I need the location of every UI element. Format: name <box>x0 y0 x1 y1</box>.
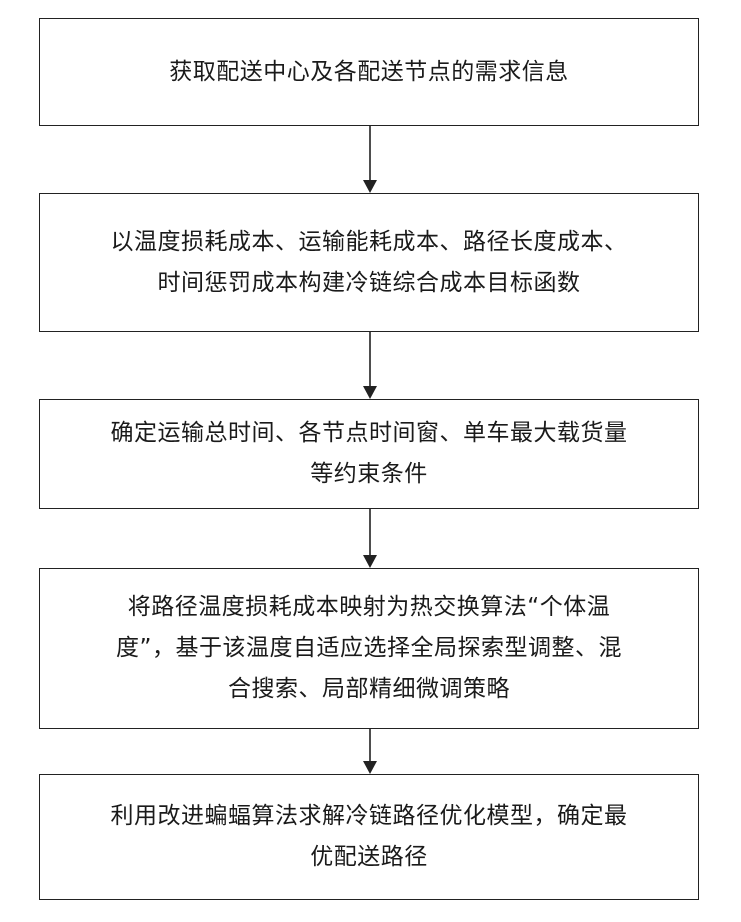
step-5-text-line-1: 利用改进蝙蝠算法求解冷链路径优化模型，确定最 <box>111 796 628 837</box>
step-1-text-line-1: 获取配送中心及各配送节点的需求信息 <box>169 52 569 93</box>
step-3-text-line-2: 等约束条件 <box>310 454 428 495</box>
step-4-text-line-1: 将路径温度损耗成本映射为热交换算法“个体温 <box>128 587 610 628</box>
step-4-text-line-2: 度”，基于该温度自适应选择全局探索型调整、混 <box>116 628 622 669</box>
step-2-text-line-2: 时间惩罚成本构建冷链综合成本目标函数 <box>158 263 581 304</box>
step-2-text-line-1: 以温度损耗成本、运输能耗成本、路径长度成本、 <box>111 222 628 263</box>
flow-step-3: 确定运输总时间、各节点时间窗、单车最大载货量 等约束条件 <box>39 399 699 509</box>
flow-step-2: 以温度损耗成本、运输能耗成本、路径长度成本、 时间惩罚成本构建冷链综合成本目标函… <box>39 193 699 332</box>
step-4-text-line-3: 合搜索、局部精细微调策略 <box>228 669 510 710</box>
arrow-step2-to-step3 <box>363 332 377 399</box>
flow-step-1: 获取配送中心及各配送节点的需求信息 <box>39 18 699 126</box>
flow-step-5: 利用改进蝙蝠算法求解冷链路径优化模型，确定最 优配送路径 <box>39 774 699 900</box>
step-3-text-line-1: 确定运输总时间、各节点时间窗、单车最大载货量 <box>111 413 628 454</box>
step-5-text-line-2: 优配送路径 <box>310 837 428 878</box>
arrow-step1-to-step2 <box>363 126 377 193</box>
flow-step-4: 将路径温度损耗成本映射为热交换算法“个体温 度”，基于该温度自适应选择全局探索型… <box>39 568 699 729</box>
arrow-step4-to-step5 <box>363 729 377 774</box>
arrow-step3-to-step4 <box>363 509 377 568</box>
